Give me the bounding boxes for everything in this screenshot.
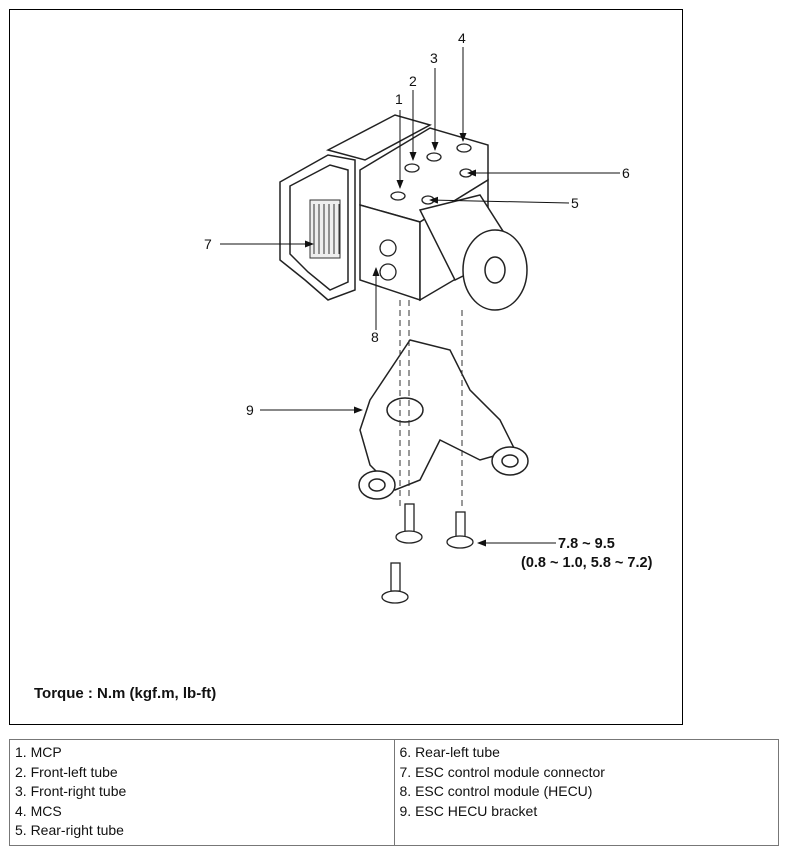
- legend-item: 6. Rear-left tube: [399, 744, 500, 760]
- callout-1: 1: [395, 91, 403, 107]
- callout-9: 9: [246, 402, 254, 418]
- mounting-bracket: [358, 339, 529, 500]
- legend-item: 5. Rear-right tube: [15, 822, 124, 838]
- legend-item: 2. Front-left tube: [15, 763, 118, 780]
- callout-7: 7: [204, 236, 212, 252]
- callout-8: 8: [371, 329, 379, 345]
- callout-6: 6: [622, 165, 630, 181]
- pump-motor: [418, 194, 528, 311]
- torque-alternate-units: (0.8 ~ 1.0, 5.8 ~ 7.2): [521, 555, 653, 571]
- legend-item: 9. ESC HECU bracket: [399, 802, 538, 819]
- callout-3: 3: [430, 50, 438, 66]
- diagram-frame: 1 2 3 4 5 6 7 8 9 7.8 ~ 9.5 (0.8 ~ 1.0, …: [9, 9, 683, 725]
- alignment-lines: [399, 300, 463, 510]
- legend-column-left: 1. MCP 2. Front-left tube 3. Front-right…: [9, 739, 395, 846]
- callout-leaders: [220, 47, 620, 547]
- legend-item: 3. Front-right tube: [15, 783, 127, 799]
- torque-units-label: Torque : N.m (kgf.m, lb-ft): [34, 685, 216, 702]
- parts-legend-table: 1. MCP 2. Front-left tube 3. Front-right…: [9, 739, 779, 846]
- torque-value: 7.8 ~ 9.5: [558, 536, 615, 552]
- legend-item: 1. MCP: [15, 744, 62, 760]
- esc-hecu-exploded-diagram: 1 2 3 4 5 6 7 8 9 7.8 ~ 9.5 (0.8 ~ 1.0, …: [34, 30, 653, 702]
- callout-2: 2: [409, 73, 417, 89]
- connector-pins: [309, 199, 341, 259]
- legend-column-right: 6. Rear-left tube 7. ESC control module …: [393, 739, 779, 846]
- legend-item: 4. MCS: [15, 802, 62, 819]
- mounting-bolts: [381, 503, 474, 604]
- legend-item: 8. ESC control module (HECU): [399, 783, 593, 799]
- callout-5: 5: [571, 195, 579, 211]
- callout-4: 4: [458, 30, 466, 46]
- legend-item: 7. ESC control module connector: [399, 763, 605, 780]
